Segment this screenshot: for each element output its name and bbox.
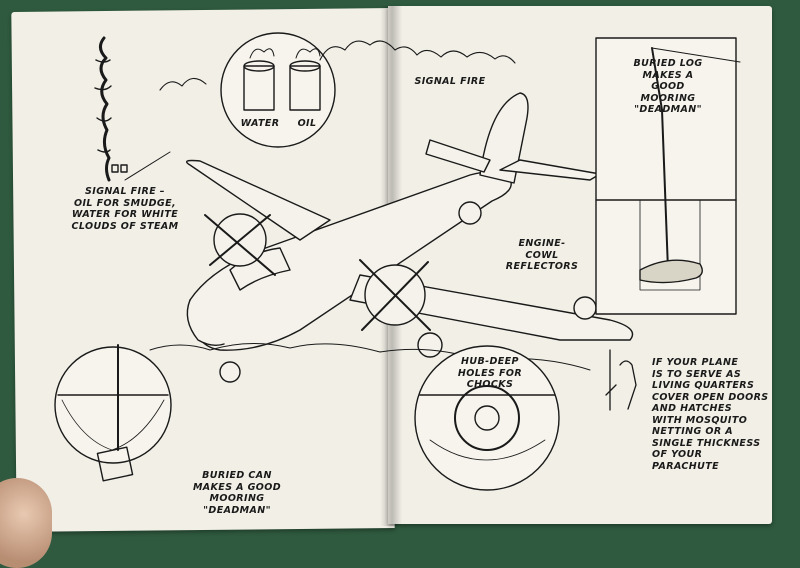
buried-can-inset-circle: [54, 344, 172, 482]
buried-log-caption: BURIED LOG MAKES A GOOD MOORING "DEADMAN…: [633, 58, 703, 115]
living-quarters-caption: IF YOUR PLANE IS TO SERVE AS LIVING QUAR…: [652, 357, 769, 472]
illustration: [54, 32, 741, 491]
signal-fire-oil-water-caption: SIGNAL FIRE – OIL FOR SMUDGE, WATER FOR …: [71, 186, 179, 232]
engine-cowl-reflectors-caption: ENGINE-COWL REFLECTORS: [505, 238, 579, 272]
signal-fire-smoke-illustration: [94, 36, 128, 182]
buried-log-inset-box: [595, 37, 741, 315]
cans-inset-circle: [220, 32, 336, 148]
hub-deep-holes-caption: HUB-DEEP HOLES FOR CHOCKS: [457, 356, 523, 390]
signal-fire-caption: SIGNAL FIRE: [414, 76, 486, 87]
water-can-label: WATER: [240, 118, 280, 129]
hub-deep-hole-inset-circle: [414, 345, 560, 491]
airplane-illustration: [186, 92, 634, 383]
oil-can-label: OIL: [297, 118, 317, 129]
buried-can-caption: BURIED CAN MAKES A GOOD MOORING "DEADMAN…: [192, 470, 282, 516]
thumb: [0, 478, 52, 568]
